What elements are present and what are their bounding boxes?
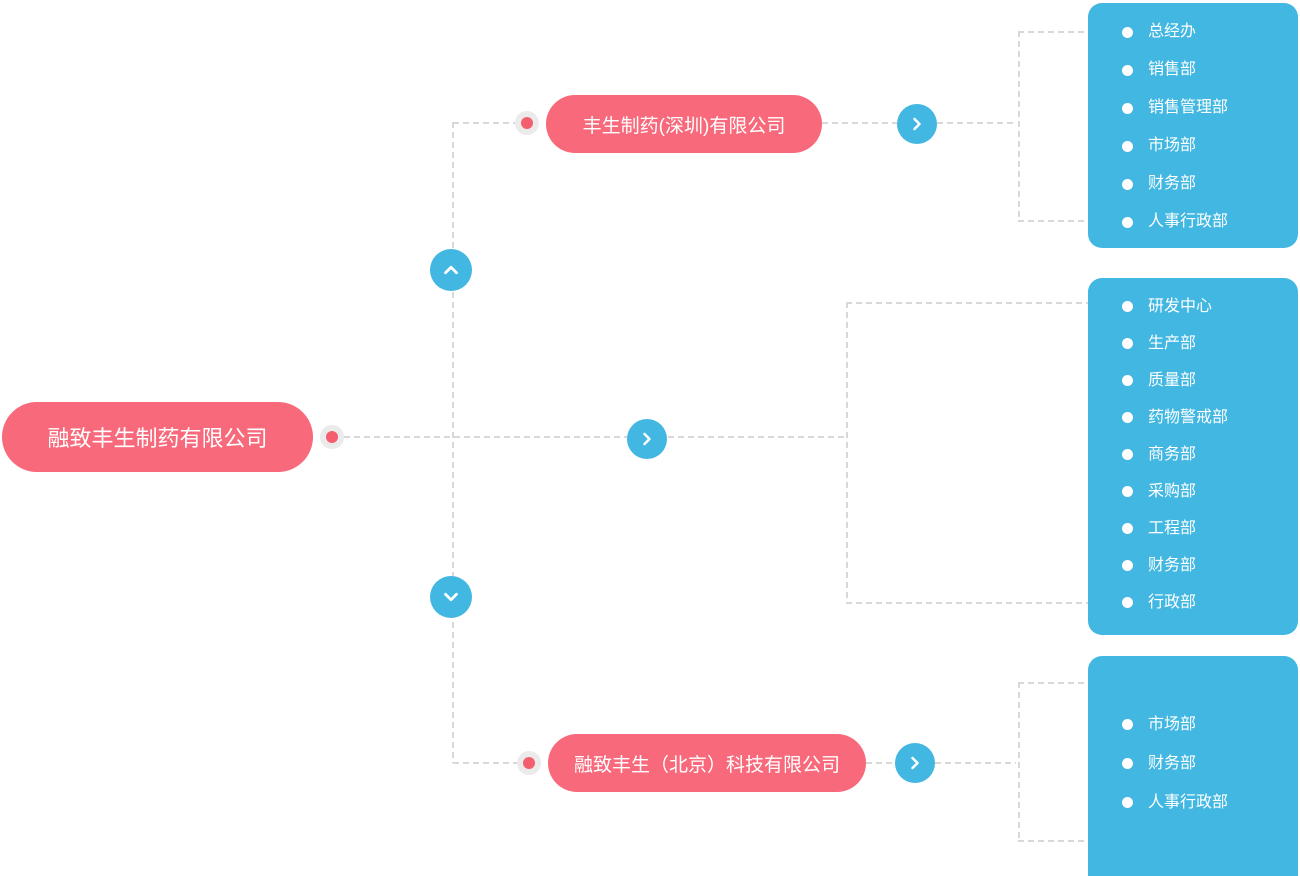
subsidiary-node-shenzhen[interactable]: 丰生制药(深圳)有限公司 bbox=[546, 95, 822, 153]
department-label: 财务部 bbox=[1148, 556, 1197, 574]
bracket-spine-root-departments bbox=[846, 302, 848, 604]
department-item[interactable]: 销售部 bbox=[1088, 51, 1298, 89]
department-label: 采购部 bbox=[1148, 482, 1197, 500]
department-label: 销售部 bbox=[1148, 61, 1197, 78]
department-label: 研发中心 bbox=[1148, 297, 1213, 315]
department-label: 财务部 bbox=[1148, 175, 1197, 192]
bullet-dot-icon bbox=[1122, 140, 1133, 152]
department-panel-beijing: 市场部 财务部 人事行政部 bbox=[1088, 656, 1298, 876]
chevron-right-icon bbox=[913, 117, 921, 131]
bullet-dot-icon bbox=[1122, 64, 1133, 76]
bracket-top-line-top-departments bbox=[1018, 31, 1088, 33]
bullet-dot-icon bbox=[1122, 797, 1133, 808]
bullet-dot-icon bbox=[1122, 412, 1133, 423]
department-item[interactable]: 商务部 bbox=[1088, 436, 1298, 473]
expand-button-beijing[interactable] bbox=[895, 743, 935, 783]
connector-line-bottom-node-to-expand bbox=[866, 762, 895, 764]
bullet-dot-icon bbox=[1122, 178, 1133, 190]
beijing-connector-dot-icon bbox=[523, 757, 535, 769]
department-label: 市场部 bbox=[1148, 137, 1197, 154]
department-label: 人事行政部 bbox=[1148, 793, 1229, 811]
department-item[interactable]: 销售管理部 bbox=[1088, 89, 1298, 127]
department-label: 质量部 bbox=[1148, 371, 1197, 389]
bullet-dot-icon bbox=[1122, 486, 1133, 497]
department-item[interactable]: 生产部 bbox=[1088, 325, 1298, 362]
department-item[interactable]: 研发中心 bbox=[1088, 288, 1298, 325]
department-label: 销售管理部 bbox=[1148, 99, 1229, 116]
department-label: 市场部 bbox=[1148, 715, 1197, 733]
connector-line-spine-to-top-node bbox=[453, 122, 516, 124]
bracket-spine-bottom-departments bbox=[1018, 682, 1020, 842]
department-item[interactable]: 财务部 bbox=[1088, 547, 1298, 584]
subsidiary-node-beijing[interactable]: 融致丰生（北京）科技有限公司 bbox=[548, 734, 866, 792]
department-label: 总经办 bbox=[1148, 23, 1197, 40]
department-panel-root: 研发中心 生产部 质量部 药物警戒部 商务部 采购部 工程部 财务部 行政部 bbox=[1088, 278, 1298, 635]
department-item[interactable]: 总经办 bbox=[1088, 13, 1298, 51]
department-label: 生产部 bbox=[1148, 334, 1197, 352]
department-label: 人事行政部 bbox=[1148, 213, 1229, 230]
bullet-dot-icon bbox=[1122, 301, 1133, 312]
bracket-bottom-line-top-departments bbox=[1018, 220, 1088, 222]
expand-button-root-departments[interactable] bbox=[627, 419, 667, 459]
department-item[interactable]: 人事行政部 bbox=[1088, 203, 1298, 241]
root-company-label: 融致丰生制药有限公司 bbox=[47, 426, 268, 451]
department-item[interactable]: 工程部 bbox=[1088, 510, 1298, 547]
scroll-down-button[interactable] bbox=[430, 576, 472, 618]
shenzhen-connector-dot-icon bbox=[521, 117, 533, 129]
bullet-dot-icon bbox=[1122, 375, 1133, 386]
bullet-dot-icon bbox=[1122, 102, 1133, 114]
chevron-right-icon bbox=[911, 756, 919, 770]
connector-line-spine-to-bottom-node bbox=[453, 762, 517, 764]
bullet-dot-icon bbox=[1122, 597, 1133, 608]
department-item[interactable]: 质量部 bbox=[1088, 362, 1298, 399]
connector-line-top-node-to-expand bbox=[822, 122, 897, 124]
connector-spine-children bbox=[452, 122, 454, 763]
root-connector-ring bbox=[320, 425, 344, 449]
department-label: 商务部 bbox=[1148, 445, 1197, 463]
department-item[interactable]: 药物警戒部 bbox=[1088, 399, 1298, 436]
chevron-right-icon bbox=[643, 432, 651, 446]
connector-line-bottom-expand-to-bracket bbox=[935, 762, 1016, 764]
subsidiary-shenzhen-label: 丰生制药(深圳)有限公司 bbox=[582, 115, 786, 137]
bullet-dot-icon bbox=[1122, 26, 1133, 38]
connector-line-top-expand-to-bracket bbox=[937, 122, 1016, 124]
connector-line-expand-to-root-departments bbox=[668, 436, 846, 438]
department-label: 行政部 bbox=[1148, 593, 1197, 611]
bullet-dot-icon bbox=[1122, 449, 1133, 460]
bracket-bottom-line-root-departments bbox=[846, 602, 1088, 604]
bullet-dot-icon bbox=[1122, 719, 1133, 730]
bracket-top-line-root-departments bbox=[846, 302, 1088, 304]
bracket-top-line-bottom-departments bbox=[1018, 682, 1088, 684]
chevron-down-icon bbox=[444, 592, 458, 602]
bullet-dot-icon bbox=[1122, 523, 1133, 534]
beijing-connector-ring bbox=[517, 751, 541, 775]
department-panel-shenzhen: 总经办 销售部 销售管理部 市场部 财务部 人事行政部 bbox=[1088, 3, 1298, 248]
expand-button-shenzhen[interactable] bbox=[897, 104, 937, 144]
department-item[interactable]: 人事行政部 bbox=[1088, 783, 1298, 822]
bracket-bottom-line-bottom-departments bbox=[1018, 840, 1088, 842]
bullet-dot-icon bbox=[1122, 560, 1133, 571]
scroll-up-button[interactable] bbox=[430, 249, 472, 291]
bullet-dot-icon bbox=[1122, 216, 1133, 228]
shenzhen-connector-ring bbox=[515, 111, 539, 135]
bullet-dot-icon bbox=[1122, 758, 1133, 769]
department-item[interactable]: 市场部 bbox=[1088, 127, 1298, 165]
bullet-dot-icon bbox=[1122, 338, 1133, 349]
bracket-spine-top-departments bbox=[1018, 31, 1020, 222]
department-item[interactable]: 财务部 bbox=[1088, 744, 1298, 783]
root-company-node[interactable]: 融致丰生制药有限公司 bbox=[2, 402, 313, 472]
department-item[interactable]: 行政部 bbox=[1088, 584, 1298, 621]
department-item[interactable]: 财务部 bbox=[1088, 165, 1298, 203]
department-item[interactable]: 采购部 bbox=[1088, 473, 1298, 510]
chevron-up-icon bbox=[444, 265, 458, 275]
subsidiary-beijing-label: 融致丰生（北京）科技有限公司 bbox=[573, 754, 840, 776]
department-label: 财务部 bbox=[1148, 754, 1197, 772]
department-label: 药物警戒部 bbox=[1148, 408, 1229, 426]
department-label: 工程部 bbox=[1148, 519, 1197, 537]
connector-line-root-to-expand bbox=[344, 436, 628, 438]
root-connector-dot-icon bbox=[326, 431, 338, 443]
department-item[interactable]: 市场部 bbox=[1088, 705, 1298, 744]
